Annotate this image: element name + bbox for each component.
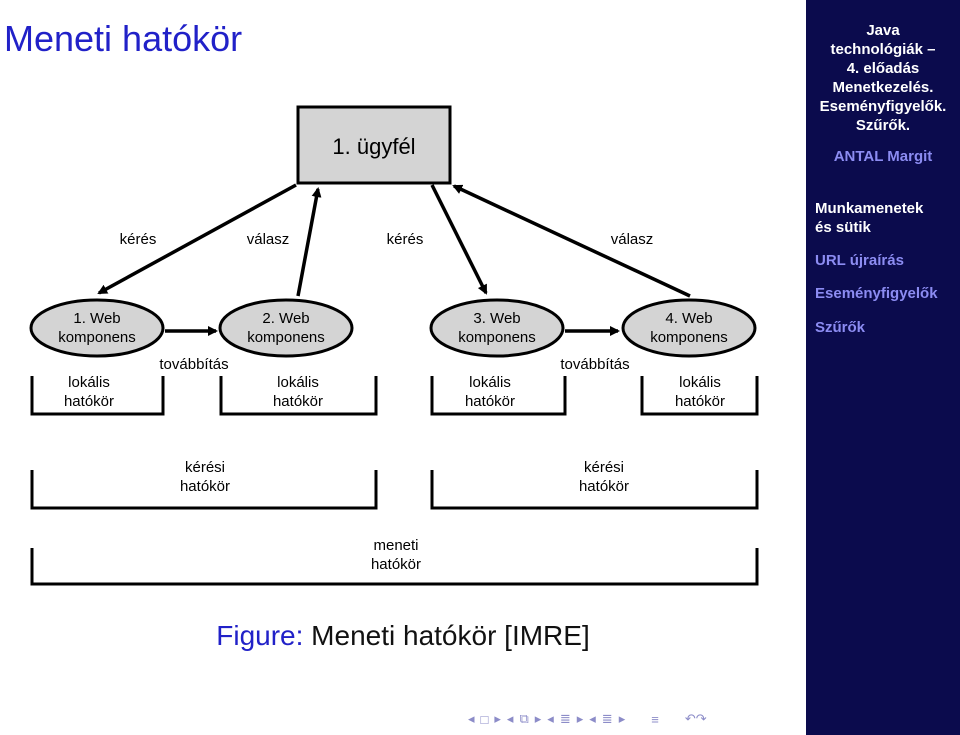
- left-arrow-icon[interactable]: ◂: [468, 711, 475, 726]
- svg-text:1. Web: 1. Web: [73, 310, 120, 327]
- client-box: [296, 105, 452, 185]
- sidebar-item-filters[interactable]: Szűrők: [815, 318, 960, 337]
- client-label: 1. ügyfél: [332, 134, 415, 159]
- request-scope-1: kérési hatókör: [30, 459, 378, 510]
- request-arrow-3: [430, 184, 488, 295]
- course-line: Java: [866, 22, 900, 39]
- svg-text:hatókör: hatókör: [180, 478, 230, 495]
- course-line: Menetkezelés.: [832, 79, 934, 96]
- local-scope-3: lokális hatókör: [430, 374, 567, 416]
- left-arrow-icon[interactable]: ◂: [506, 711, 514, 726]
- figure-text: Meneti hatókör [IMRE]: [303, 620, 590, 651]
- svg-text:4. Web: 4. Web: [665, 310, 712, 327]
- sidebar: Java technológiák – 4. előadás Menetkeze…: [806, 0, 960, 735]
- request-scope-2: kérési hatókör: [430, 459, 759, 510]
- beamer-nav-bar: ◂ □ ▸ ◂ ⧉ ▸ ◂ ≣ ▸ ◂ ≣ ▸ ≡ ↶↷: [468, 710, 707, 728]
- course-line: Szűrők.: [855, 117, 911, 134]
- svg-text:hatókör: hatókör: [579, 478, 629, 495]
- author-name: ANTAL Margit: [833, 148, 933, 165]
- sidebar-item-label: Eseményfigyelők: [815, 285, 938, 302]
- svg-text:kérési: kérési: [584, 459, 624, 476]
- svg-text:kérési: kérési: [185, 459, 225, 476]
- svg-text:komponens: komponens: [247, 329, 325, 346]
- frame-icon[interactable]: □: [480, 711, 489, 727]
- figure-caption: Figure: Meneti hatókör [IMRE]: [0, 620, 806, 652]
- web-component-1: 1. Web komponens: [29, 298, 165, 358]
- edge-label-2: válasz: [247, 231, 290, 248]
- subsection-icon[interactable]: ≣: [601, 711, 613, 726]
- scope-diagram: 1. ügyfél kérés válasz kérés válasz 1. W…: [29, 105, 759, 586]
- left-arrow-icon[interactable]: ◂: [547, 711, 554, 726]
- svg-text:lokális: lokális: [68, 374, 110, 391]
- svg-text:lokális: lokális: [469, 374, 511, 391]
- local-scope-1: lokális hatókör: [30, 374, 165, 416]
- sidebar-item-label: Szűrők: [815, 319, 866, 336]
- response-arrow-4: [452, 184, 691, 298]
- sidebar-item-label: Munkamenetek: [815, 200, 924, 217]
- local-scope-4: lokális hatókör: [640, 374, 759, 416]
- sidebar-item-listeners[interactable]: Eseményfigyelők: [815, 284, 960, 303]
- request-arrow-1: [97, 183, 297, 295]
- right-arrow-icon[interactable]: ▸: [576, 711, 584, 726]
- forward-label-2: továbbítás: [560, 356, 629, 373]
- course-line: technológiák –: [830, 41, 936, 58]
- right-arrow-icon[interactable]: ▸: [494, 711, 501, 726]
- course-line: 4. előadás: [846, 60, 920, 77]
- right-arrow-icon[interactable]: ▸: [618, 711, 626, 726]
- svg-text:hatókör: hatókör: [465, 393, 515, 410]
- web-component-4: 4. Web komponens: [621, 298, 757, 358]
- svg-text:hatókör: hatókör: [64, 393, 114, 410]
- sidebar-item-url-rewriting[interactable]: URL újraírás: [815, 251, 960, 270]
- edge-label-1: kérés: [120, 231, 157, 248]
- web-component-3: 3. Web komponens: [429, 298, 565, 358]
- edge-label-4: válasz: [611, 231, 654, 248]
- edge-label-3: kérés: [387, 231, 424, 248]
- sidebar-item-label: és sütik: [815, 219, 871, 236]
- web-component-2: 2. Web komponens: [218, 298, 354, 358]
- session-scope: meneti hatókör: [30, 537, 759, 586]
- svg-text:lokális: lokális: [277, 374, 319, 391]
- align-icon[interactable]: ≡: [651, 711, 659, 727]
- svg-text:lokális: lokális: [679, 374, 721, 391]
- search-icon[interactable]: ↶↷: [684, 711, 707, 726]
- svg-text:3. Web: 3. Web: [473, 310, 520, 327]
- left-arrow-icon[interactable]: ◂: [589, 711, 596, 726]
- course-title: Java technológiák – 4. előadás Menetkeze…: [806, 21, 960, 135]
- section-icon[interactable]: ≣: [559, 711, 571, 726]
- sidebar-item-sessions[interactable]: Munkamenetek és sütik: [815, 199, 960, 237]
- svg-text:hatókör: hatókör: [675, 393, 725, 410]
- sidebar-item-label: URL újraírás: [815, 252, 904, 269]
- right-arrow-icon[interactable]: ▸: [534, 711, 542, 726]
- svg-text:komponens: komponens: [458, 329, 536, 346]
- svg-text:komponens: komponens: [650, 329, 728, 346]
- slide-title: Meneti hatókör: [4, 18, 243, 59]
- svg-text:komponens: komponens: [58, 329, 136, 346]
- local-scope-2: lokális hatókör: [219, 374, 378, 416]
- forward-label-1: továbbítás: [159, 356, 228, 373]
- svg-text:hatókör: hatókör: [273, 393, 323, 410]
- course-line: Eseményfigyelők.: [819, 98, 947, 115]
- svg-text:hatókör: hatókör: [371, 556, 421, 573]
- frame-stack-icon[interactable]: ⧉: [519, 711, 529, 726]
- response-arrow-2: [296, 187, 322, 297]
- figure-prefix: Figure:: [216, 620, 304, 651]
- svg-text:2. Web: 2. Web: [262, 310, 309, 327]
- svg-text:meneti: meneti: [373, 537, 418, 554]
